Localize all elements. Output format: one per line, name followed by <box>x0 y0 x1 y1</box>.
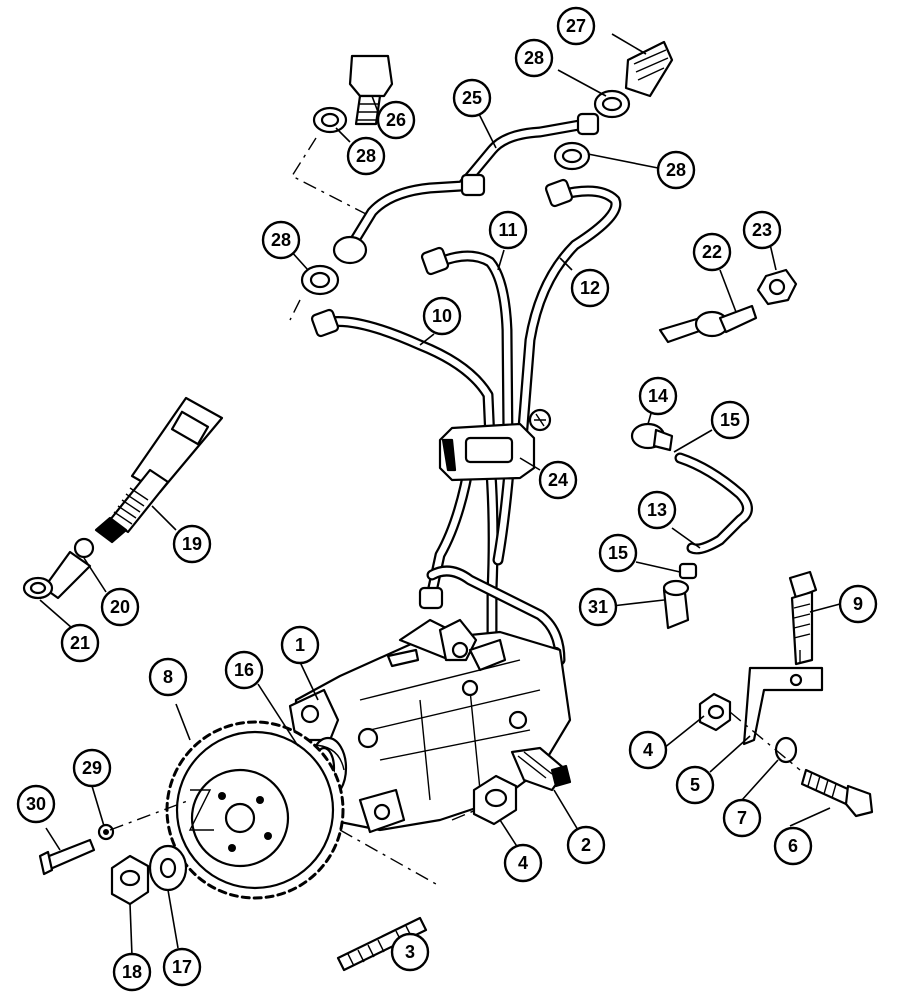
stud <box>336 916 428 972</box>
callout-3: 3 <box>390 932 430 972</box>
injector <box>94 396 224 544</box>
svg-text:9: 9 <box>853 594 863 614</box>
svg-text:29: 29 <box>82 758 102 778</box>
callout-28-right: 28 <box>656 150 696 190</box>
svg-text:26: 26 <box>386 110 406 130</box>
svg-text:17: 17 <box>172 957 192 977</box>
callout-4-pump: 4 <box>503 843 543 883</box>
svg-text:24: 24 <box>548 470 568 490</box>
svg-text:6: 6 <box>788 836 798 856</box>
callout-25: 25 <box>452 78 492 118</box>
callout-8: 8 <box>148 657 188 697</box>
gear-nut-and-washer <box>110 844 188 906</box>
svg-text:18: 18 <box>122 962 142 982</box>
callout-18: 18 <box>112 952 152 992</box>
callout-17: 17 <box>162 947 202 987</box>
svg-text:19: 19 <box>182 534 202 554</box>
svg-text:28: 28 <box>666 160 686 180</box>
svg-text:22: 22 <box>702 242 722 262</box>
bolt-and-washer <box>38 823 115 876</box>
svg-text:7: 7 <box>737 808 747 828</box>
callout-27: 27 <box>556 6 596 46</box>
callout-15-lower: 15 <box>598 533 638 573</box>
callout-26: 26 <box>376 100 416 140</box>
callout-28-left: 28 <box>261 220 301 260</box>
callout-2: 2 <box>566 825 606 865</box>
callout-14: 14 <box>638 376 678 416</box>
svg-text:28: 28 <box>356 146 376 166</box>
center-lines <box>109 137 801 885</box>
callout-13: 13 <box>637 490 677 530</box>
svg-text:5: 5 <box>690 775 700 795</box>
return-banjo <box>658 268 798 344</box>
callout-4-bracket: 4 <box>628 730 668 770</box>
callout-9: 9 <box>838 584 878 624</box>
callout-31: 31 <box>578 587 618 627</box>
callout-28-top: 28 <box>514 38 554 78</box>
callout-5: 5 <box>675 765 715 805</box>
svg-text:25: 25 <box>462 88 482 108</box>
svg-text:20: 20 <box>110 597 130 617</box>
callout-19: 19 <box>172 524 212 564</box>
svg-text:23: 23 <box>752 220 772 240</box>
pipe-clamp <box>438 408 552 482</box>
callout-15-upper: 15 <box>710 400 750 440</box>
pump-nut <box>472 774 518 826</box>
injector-nozzle <box>22 537 95 600</box>
svg-text:3: 3 <box>405 942 415 962</box>
callout-22: 22 <box>692 232 732 272</box>
svg-text:10: 10 <box>432 306 452 326</box>
svg-text:11: 11 <box>498 220 517 240</box>
svg-text:2: 2 <box>581 835 591 855</box>
svg-text:31: 31 <box>588 597 608 617</box>
svg-text:27: 27 <box>566 16 586 36</box>
callout-12: 12 <box>570 268 610 308</box>
svg-text:4: 4 <box>643 740 653 760</box>
svg-text:12: 12 <box>580 278 600 298</box>
svg-text:15: 15 <box>720 410 740 430</box>
callout-1: 1 <box>280 625 320 665</box>
callout-30: 30 <box>16 784 56 824</box>
leader-lines <box>39 33 841 960</box>
svg-text:1: 1 <box>295 635 305 655</box>
svg-text:13: 13 <box>647 500 667 520</box>
banjo-fittings <box>300 40 674 296</box>
svg-text:28: 28 <box>524 48 544 68</box>
svg-text:8: 8 <box>163 667 173 687</box>
callout-11: 11 <box>488 210 528 250</box>
stop-solenoid-sensor <box>510 746 572 792</box>
drive-gear <box>165 720 345 900</box>
svg-text:28: 28 <box>271 230 291 250</box>
leak-off-hose <box>630 422 753 630</box>
svg-text:15: 15 <box>608 543 628 563</box>
callout-29: 29 <box>72 748 112 788</box>
svg-text:16: 16 <box>234 660 254 680</box>
callout-21: 21 <box>60 623 100 663</box>
svg-text:21: 21 <box>70 633 90 653</box>
callout-23: 23 <box>742 210 782 250</box>
injector-pipes <box>310 112 622 670</box>
bracket-assembly <box>698 570 874 818</box>
svg-text:14: 14 <box>648 386 668 406</box>
callout-24: 24 <box>538 460 578 500</box>
svg-text:4: 4 <box>518 853 528 873</box>
svg-text:30: 30 <box>26 794 46 814</box>
callout-6: 6 <box>773 826 813 866</box>
callout-28-left-top: 28 <box>346 136 386 176</box>
callout-20: 20 <box>100 587 140 627</box>
callout-7: 7 <box>722 798 762 838</box>
callout-10: 10 <box>422 296 462 336</box>
callout-16: 16 <box>224 650 264 690</box>
